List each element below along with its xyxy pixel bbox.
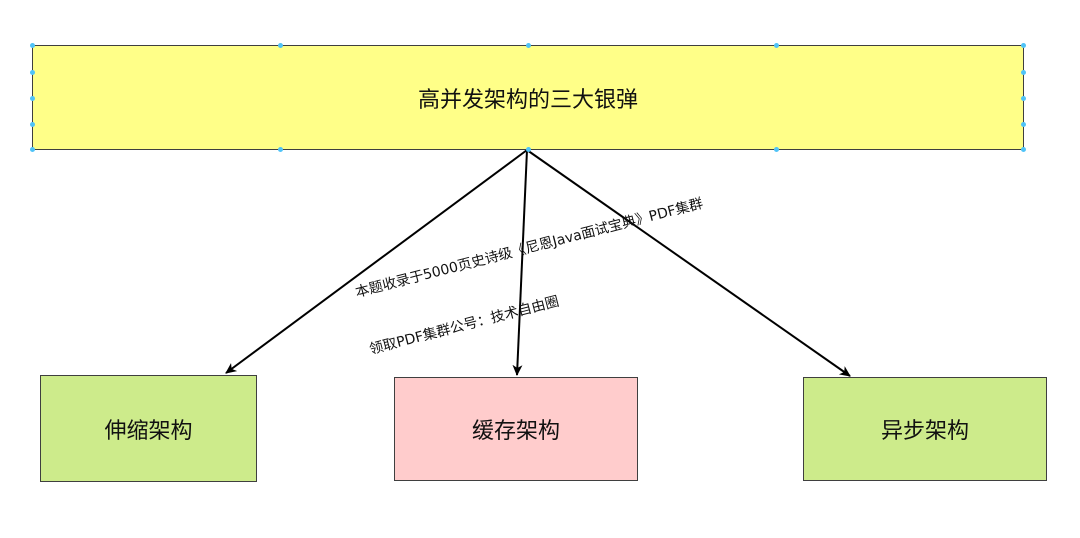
selection-handle[interactable] [1021,122,1026,127]
arrow-to-cache [512,149,528,376]
selection-handle[interactable] [278,147,283,152]
selection-handle[interactable] [1021,43,1026,48]
arrow-to-async [526,149,851,377]
root-node-label: 高并发架构的三大银弹 [417,87,638,113]
child-node-cache[interactable]: 缓存架构 [394,377,638,481]
selection-handle[interactable] [1021,70,1026,75]
child-node-scale[interactable]: 伸缩架构 [40,375,257,482]
arrow-to-scale [225,149,528,374]
child-node-async[interactable]: 异步架构 [803,377,1047,481]
selection-handle[interactable] [30,43,35,48]
selection-handle[interactable] [30,70,35,75]
selection-handle[interactable] [278,43,283,48]
selection-handle[interactable] [1021,147,1026,152]
selection-handle[interactable] [526,147,531,152]
selection-handle[interactable] [774,147,779,152]
selection-handle[interactable] [30,96,35,101]
selection-handle[interactable] [30,147,35,152]
selection-handle[interactable] [1021,96,1026,101]
root-node[interactable]: 高并发架构的三大银弹 [32,45,1024,150]
selection-handle[interactable] [526,43,531,48]
child-node-label: 缓存架构 [471,419,560,444]
selection-handle[interactable] [30,122,35,127]
child-node-label: 异步架构 [880,419,969,444]
child-node-label: 伸缩架构 [104,418,193,444]
selection-handle[interactable] [774,43,779,48]
